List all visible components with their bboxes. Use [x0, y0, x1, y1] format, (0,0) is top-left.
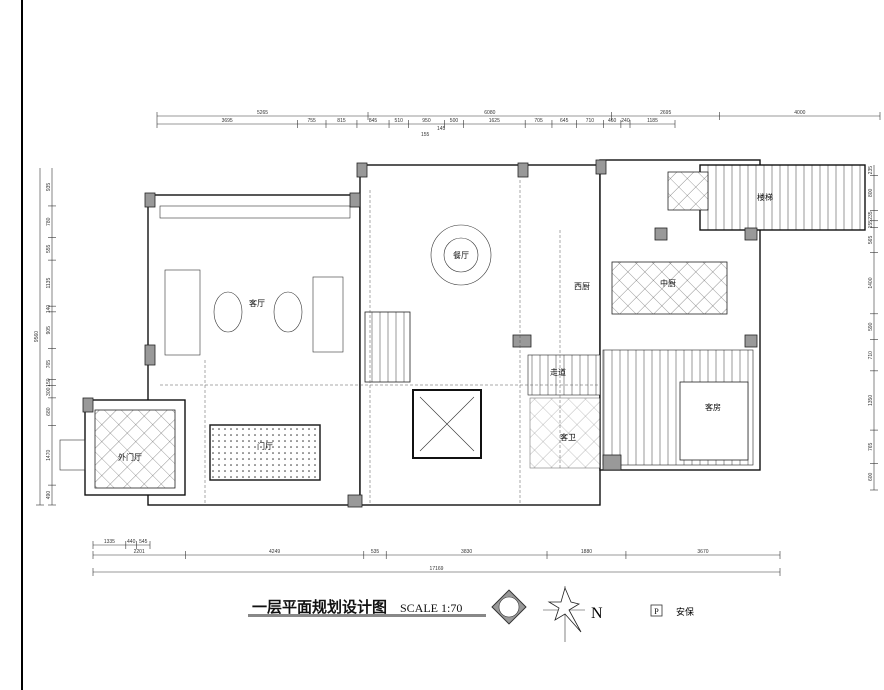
guest-bath-floor: [529, 397, 601, 469]
legend-symbol-box: [650, 604, 663, 617]
walls: [59, 159, 866, 508]
dimension-label: 755: [307, 118, 316, 124]
dimension-label: 3670: [697, 549, 708, 555]
legend-label: 安保: [676, 606, 694, 618]
dimension-label: 3695: [222, 118, 233, 124]
dimension-label: 5265: [257, 110, 268, 116]
label-western-kitchen: 西厨: [574, 282, 590, 291]
dimension-label: 300: [46, 387, 52, 396]
dimension-lines: 5265 6080 2695 4000 3695 755 815 845 510 950 500 16…: [34, 110, 881, 576]
dining-table: [430, 224, 492, 286]
dimension-label: 800: [868, 188, 874, 197]
sofa-right: [312, 276, 344, 353]
dimension-label: 905: [46, 326, 52, 335]
dimension-label: 1470: [46, 450, 52, 461]
logo-icon: [491, 589, 527, 625]
dimension-label: 145: [437, 126, 446, 132]
dimension-label: 535: [371, 549, 380, 555]
dimension-label: 680: [46, 407, 52, 416]
dimension-label: 6080: [484, 110, 495, 116]
dimension-label: 3830: [461, 549, 472, 555]
dimension-label: 710: [586, 118, 595, 124]
drawing-scale: SCALE 1:70: [400, 601, 462, 615]
entry-step: [59, 439, 86, 471]
dimension-label: 950: [422, 118, 431, 124]
dimension-label: 765: [868, 442, 874, 451]
dimension-label: 1625: [489, 118, 500, 124]
dimension-label: 590: [868, 322, 874, 331]
label-guest-bath: 客卫: [560, 432, 576, 442]
dimension-label: 235: [868, 166, 874, 175]
dimension-label: 815: [337, 118, 346, 124]
dimension-label: 765: [46, 360, 52, 369]
foyer-rug: [209, 424, 321, 481]
dimension-label: 545: [139, 539, 148, 545]
dimension-label: 1335: [104, 539, 115, 545]
north-arrow-icon: N: [543, 586, 603, 642]
label-stairs: 楼梯: [757, 192, 773, 202]
label-living: 客厅: [249, 298, 265, 308]
title-underline: [248, 614, 486, 617]
room-labels: 客厅 餐厅 西厨 中厨 客房 走道 客卫 门厅 外门厅 楼梯: [118, 192, 773, 462]
dimension-label: 510: [395, 118, 404, 124]
dimension-label: 705: [534, 118, 543, 124]
dimension-label: 240: [621, 118, 630, 124]
dimension-label: 4249: [269, 549, 280, 555]
dimension-label: 555: [46, 244, 52, 253]
interior-stair: [364, 311, 411, 383]
drawing-title: 一层平面规划设计图: [252, 598, 387, 616]
dimension-label: 9560: [34, 331, 40, 342]
dimension-label: 155: [868, 220, 874, 229]
dimension-label: 1880: [581, 549, 592, 555]
coffee-table-right: [273, 291, 303, 333]
stair-landing: [667, 171, 709, 211]
legend-symbol: P: [654, 607, 659, 616]
label-foyer: 门厅: [257, 441, 273, 451]
dimension-label: 1400: [868, 277, 874, 288]
label-dining: 餐厅: [453, 251, 469, 260]
fireplace-wall: [159, 205, 351, 219]
dimension-label: 710: [868, 351, 874, 360]
dimension-label: 440: [127, 539, 136, 545]
dimension-label: 845: [369, 118, 378, 124]
label-outer-foyer: 外门厅: [118, 452, 142, 462]
dimension-label: 460: [608, 118, 617, 124]
guest-bed: [679, 381, 749, 461]
dimension-label: 645: [560, 118, 569, 124]
dimension-label: 4000: [794, 110, 805, 116]
coffee-table-left: [213, 291, 243, 333]
dimension-label: 235: [868, 211, 874, 220]
dimension-label: 780: [46, 217, 52, 226]
dimension-label: 155: [421, 132, 430, 138]
dimension-label: 600: [868, 472, 874, 481]
outer-foyer-floor: [94, 409, 176, 489]
dimension-label: 1185: [647, 118, 658, 124]
sofa-left: [164, 269, 201, 356]
dimension-label: 150: [46, 378, 52, 387]
label-chinese-kitchen: 中厨: [660, 278, 676, 288]
label-corridor: 走道: [550, 367, 566, 377]
kitchen-island: [611, 261, 728, 315]
dimension-label: 2695: [660, 110, 671, 116]
dimension-label: 2201: [134, 549, 145, 555]
label-guest-room: 客房: [705, 402, 721, 412]
dimension-label: 935: [46, 183, 52, 192]
title-block: 一层平面规划设计图 SCALE 1:70 N P 安保: [248, 586, 694, 642]
stair-terrace: [699, 164, 866, 231]
dimension-label: 140: [46, 305, 52, 314]
dimension-label: 1350: [868, 395, 874, 406]
dimension-label: 565: [868, 236, 874, 245]
dimension-label: 500: [450, 118, 459, 124]
north-label: N: [591, 605, 603, 622]
dimension-label: 17169: [430, 566, 444, 572]
dimension-label: 1135: [46, 278, 52, 289]
corridor-floor: [527, 354, 601, 396]
dimension-label: 490: [46, 491, 52, 500]
